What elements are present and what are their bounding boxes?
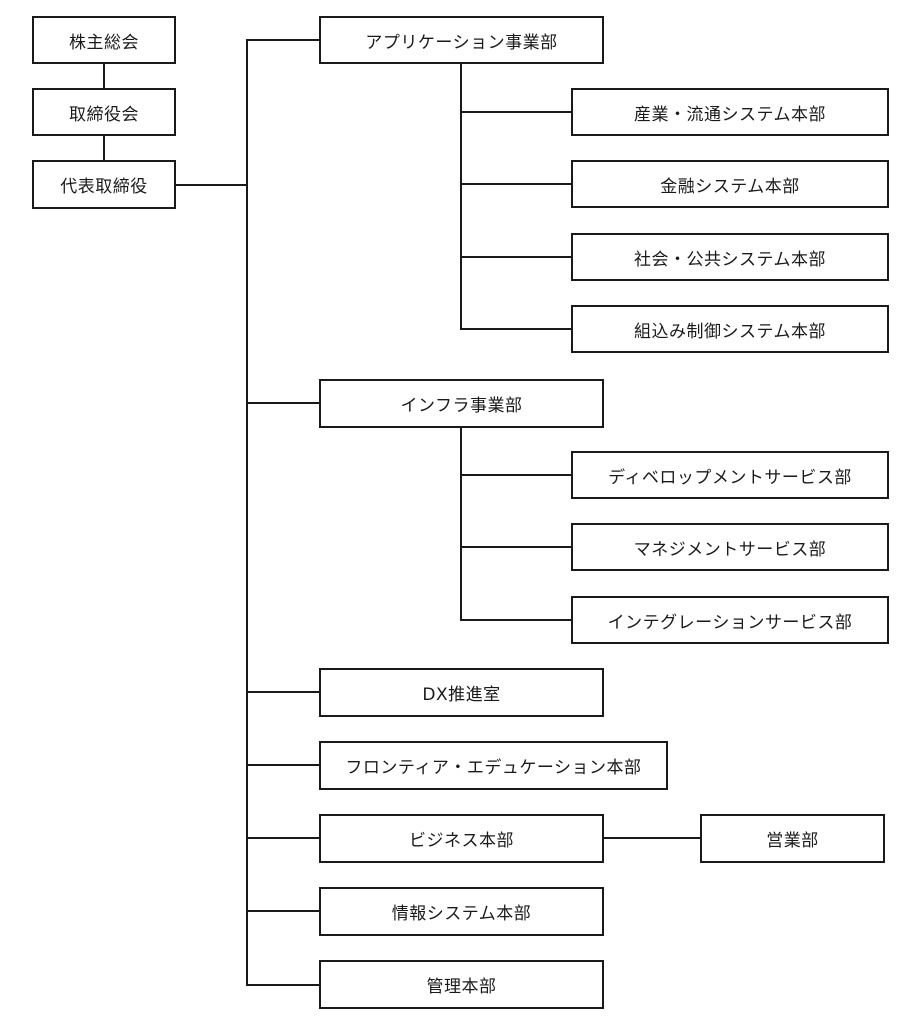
embedded-control-unit-box: 組込み制御システム本部 (571, 305, 889, 353)
representative-director-label: 代表取締役 (60, 177, 148, 197)
integration-service-unit-label: インテグレーションサービス部 (607, 612, 853, 633)
application-division-label: アプリケーション事業部 (365, 32, 558, 53)
frontier-education-division-label: フロンティア・エデュケーション本部 (345, 758, 642, 778)
business-division-box: ビジネス本部 (319, 814, 604, 863)
dx-office-label: DX推進室 (422, 685, 501, 705)
sales-department-label: 営業部 (766, 831, 819, 851)
information-systems-division-box: 情報システム本部 (319, 887, 604, 936)
dx-office-box: DX推進室 (319, 668, 604, 717)
sales-department-box: 営業部 (700, 814, 885, 863)
shareholders-meeting-box: 株主総会 (32, 16, 176, 64)
public-sector-unit-box: 社会・公共システム本部 (571, 233, 889, 281)
embedded-control-unit-label: 組込み制御システム本部 (634, 321, 826, 342)
public-sector-unit-label: 社会・公共システム本部 (634, 249, 826, 270)
integration-service-unit-box: インテグレーションサービス部 (571, 596, 889, 644)
shareholders-meeting-label: 株主総会 (69, 32, 139, 53)
board-of-directors-label: 取締役会 (69, 104, 139, 125)
industry-distribution-unit-box: 産業・流通システム本部 (571, 88, 889, 136)
application-division-box: アプリケーション事業部 (319, 16, 604, 64)
administration-division-label: 管理本部 (426, 977, 497, 997)
information-systems-division-label: 情報システム本部 (391, 904, 532, 924)
representative-director-box: 代表取締役 (32, 160, 176, 209)
business-division-label: ビジネス本部 (409, 831, 514, 851)
frontier-education-division-box: フロンティア・エデュケーション本部 (319, 741, 668, 790)
management-service-unit-label: マネジメントサービス部 (633, 539, 827, 560)
development-service-unit-box: ディベロップメントサービス部 (571, 451, 889, 499)
financial-unit-box: 金融システム本部 (571, 160, 889, 208)
board-of-directors-box: 取締役会 (32, 88, 176, 136)
infrastructure-division-box: インフラ事業部 (319, 379, 604, 428)
financial-unit-label: 金融システム本部 (660, 176, 800, 197)
industry-distribution-unit-label: 産業・流通システム本部 (634, 104, 826, 125)
infrastructure-division-label: インフラ事業部 (400, 396, 523, 416)
management-service-unit-box: マネジメントサービス部 (571, 523, 889, 571)
administration-division-box: 管理本部 (319, 960, 604, 1009)
development-service-unit-label: ディベロップメントサービス部 (608, 467, 852, 488)
